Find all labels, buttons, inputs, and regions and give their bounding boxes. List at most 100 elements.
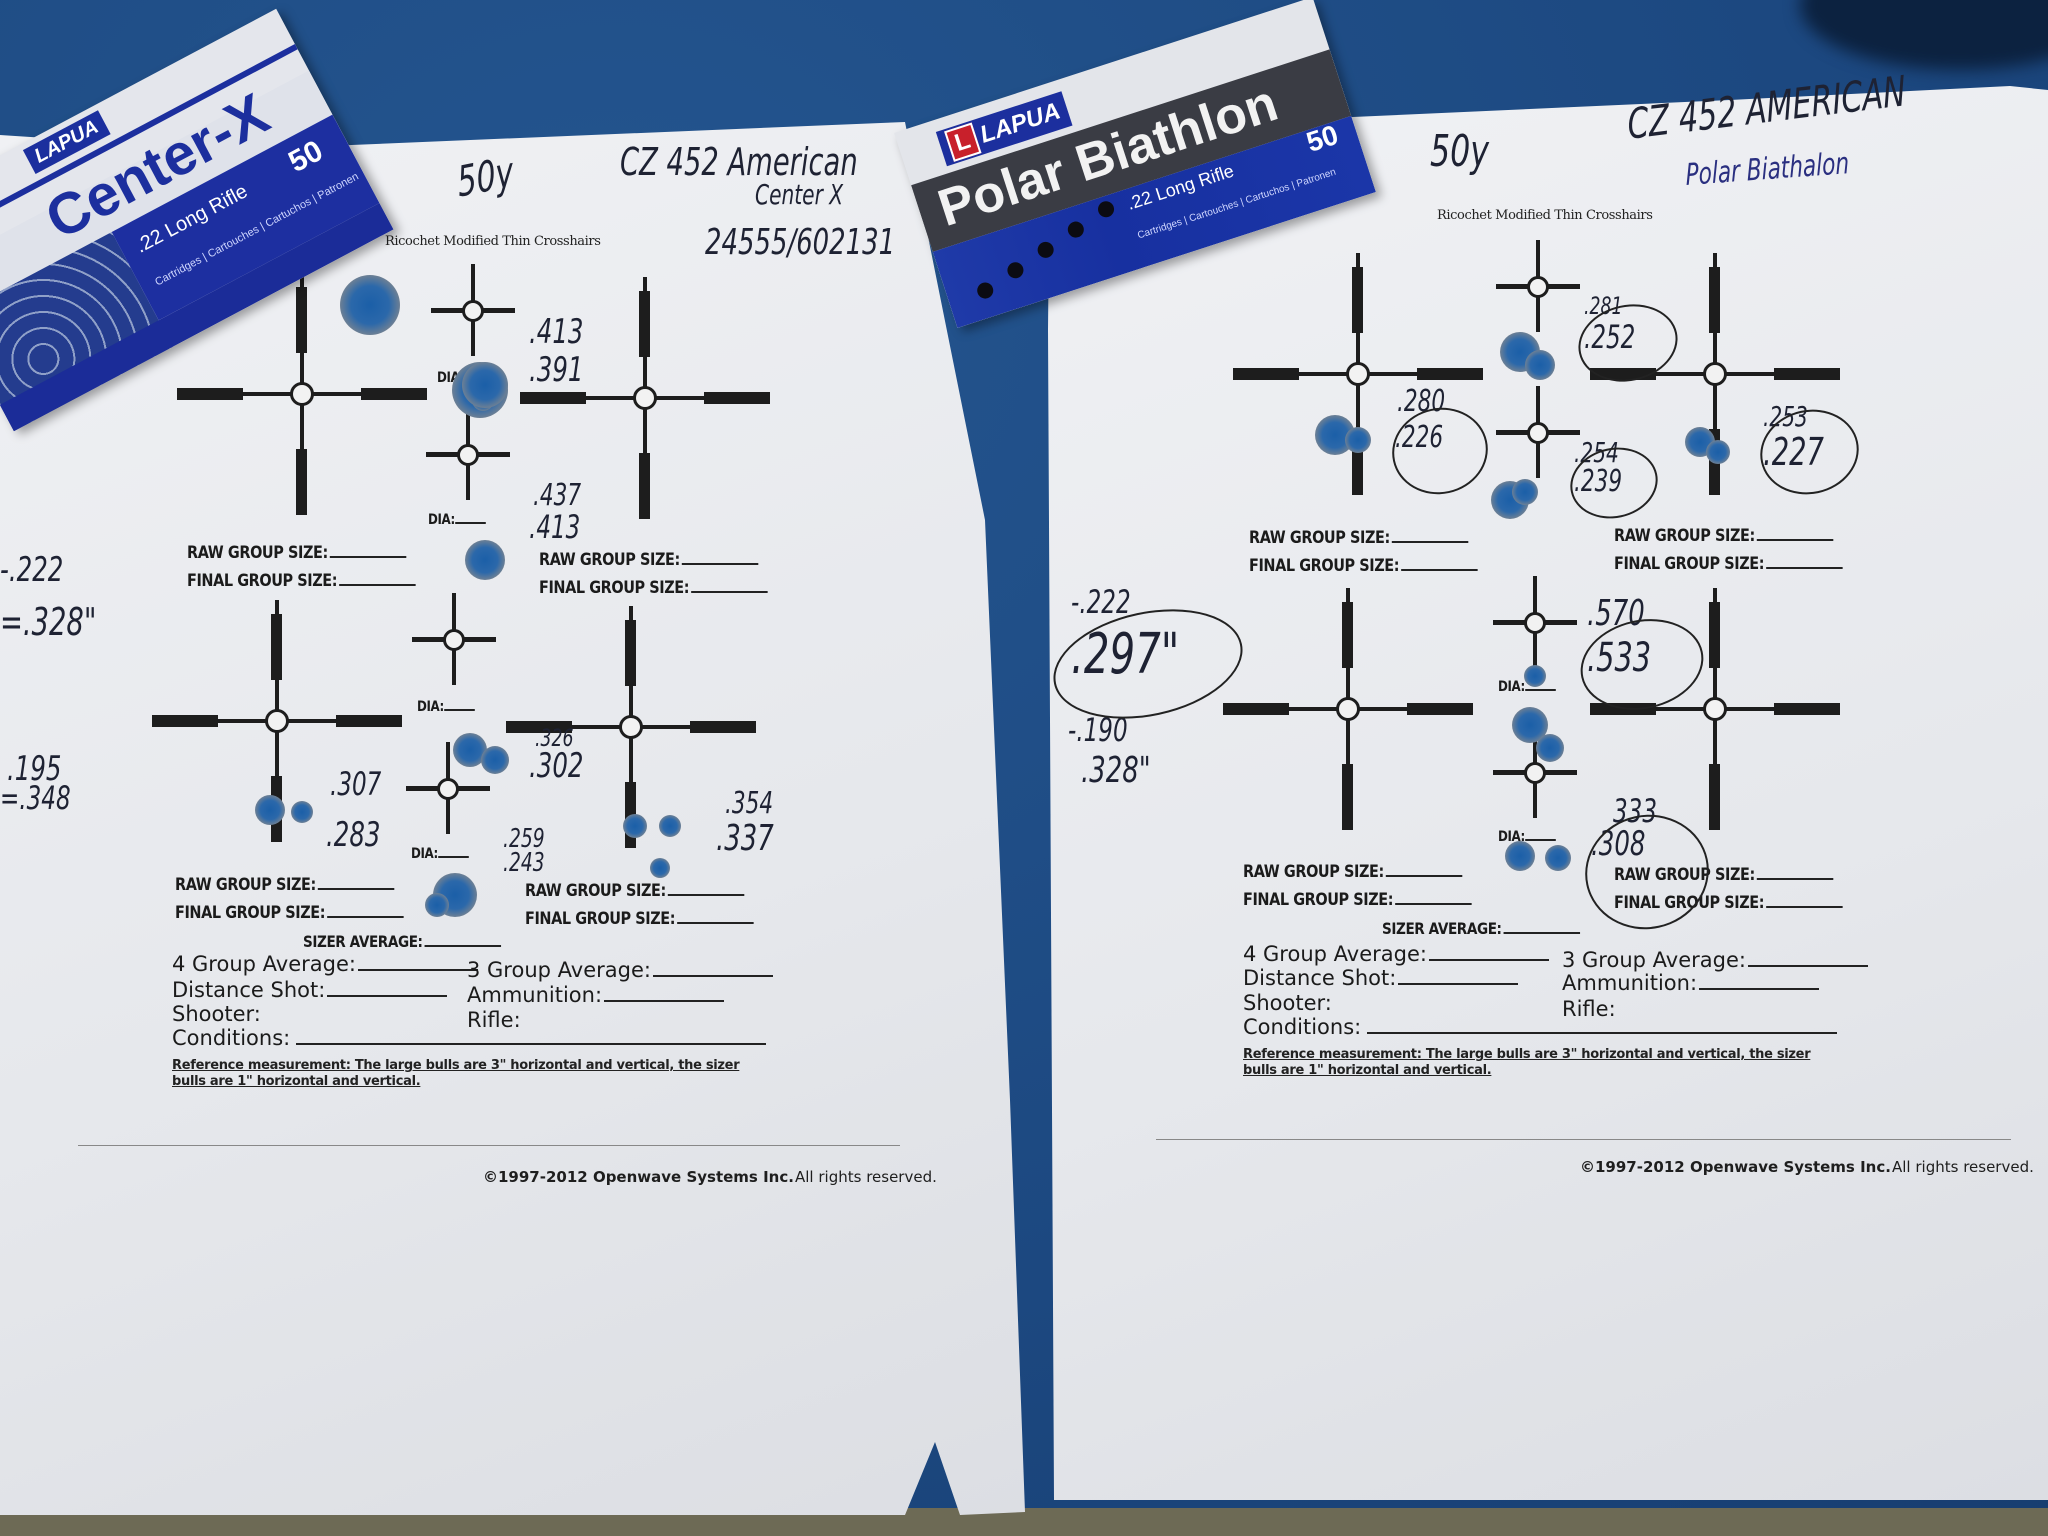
ammo-note: Polar Biathalon (1685, 146, 1850, 193)
group-size-note: .254 (1574, 436, 1619, 469)
crosshair-line (152, 715, 218, 727)
large-bull-reticle (520, 277, 770, 519)
bull-circle (1524, 612, 1546, 634)
group-size-note: .337 (716, 818, 774, 859)
group-size-note: .252 (1584, 318, 1636, 356)
group-size-note: .533 (1587, 635, 1652, 681)
bullet-hole (1345, 427, 1371, 453)
crosshair-line (625, 620, 636, 686)
bullet-hole (465, 540, 505, 580)
crosshair-line (639, 291, 650, 357)
raw-group-size-label: RAW GROUP SIZE: (539, 550, 758, 570)
group-size-note: .281 (1584, 292, 1623, 320)
sizer-bull-reticle (1493, 576, 1577, 668)
group-size-note: 333 (1613, 792, 1657, 830)
ammunition-label: Ammunition: (467, 983, 724, 1007)
copyright: ©1997-2012 Openwave Systems Inc. (483, 1168, 794, 1186)
bullet-hole (1706, 440, 1730, 464)
final-group-size-label: FINAL GROUP SIZE: (1614, 554, 1842, 574)
crosshair-line (271, 614, 282, 680)
reference-note: Reference measurement: The large bulls a… (172, 1058, 740, 1089)
bull-circle (1703, 697, 1727, 721)
rifle-note: CZ 452 AMERICAN (1626, 66, 1908, 149)
conditions-label: Conditions: (1243, 1015, 1837, 1039)
crosshair-line (1352, 429, 1363, 495)
crosshair-line (1709, 764, 1720, 830)
group-size-note: .239 (1574, 464, 1623, 499)
shooter-label: Shooter: (172, 1002, 261, 1026)
group-size-note: .307 (330, 765, 382, 803)
group-size-note: .259 (503, 824, 545, 854)
divider-line (78, 1145, 900, 1146)
final-group-size-label: FINAL GROUP SIZE: (187, 571, 415, 591)
bullet-hole (659, 815, 681, 837)
bull-circle (1527, 422, 1549, 444)
crosshair-line (1342, 764, 1353, 830)
sizer-bull-reticle (1493, 726, 1577, 818)
bullet-hole (291, 801, 313, 823)
bullet-hole (1545, 845, 1571, 871)
crosshair-line (1342, 602, 1353, 668)
large-bull-reticle (1590, 253, 1840, 495)
bullet-hole (1505, 841, 1535, 871)
bull-circle (443, 629, 465, 651)
lot-number-note: 24555/602131 (705, 222, 896, 263)
conditions-label: Conditions: (172, 1026, 766, 1050)
average-note: .328" (1081, 750, 1151, 791)
bullet-hole (425, 893, 449, 917)
final-group-size-label: FINAL GROUP SIZE: (539, 578, 767, 598)
group-size-note: .226 (1395, 420, 1444, 455)
bull-circle (457, 444, 479, 466)
rights-text: All rights reserved. (1892, 1158, 2034, 1176)
distance-shot-label: Distance Shot: (1243, 966, 1518, 990)
average-note: =.348 (0, 779, 71, 817)
crosshair-line (177, 388, 243, 400)
raw-group-size-label: RAW GROUP SIZE: (1614, 526, 1833, 546)
group-size-note: .391 (529, 350, 584, 390)
crosshair-line (506, 721, 572, 733)
large-bull-reticle (1233, 253, 1483, 495)
bull-circle (1524, 762, 1546, 784)
average-note: -.222 (0, 550, 64, 590)
sizer-average-label: SIZER AVERAGE: (303, 932, 501, 951)
bull-circle (1346, 362, 1370, 386)
sizer-bull-reticle (412, 593, 496, 685)
crosshair-line (1417, 368, 1483, 380)
bull-circle (437, 778, 459, 800)
final-group-size-label: FINAL GROUP SIZE: (1249, 556, 1477, 576)
bullet-hole (1536, 734, 1564, 762)
group-size-note: .243 (503, 848, 545, 878)
crosshair-line (1590, 368, 1656, 380)
crosshair-line (1233, 368, 1299, 380)
raw-group-size-label: RAW GROUP SIZE: (187, 543, 406, 563)
distance-shot-label: Distance Shot: (172, 978, 447, 1002)
crosshair-line (1352, 267, 1363, 333)
distance-note: 50y (455, 147, 516, 207)
group-size-note: .437 (533, 478, 582, 513)
crosshair-line (1590, 703, 1656, 715)
group-size-note: .354 (725, 786, 774, 821)
average-note: -.190 (1068, 711, 1128, 749)
raw-group-size-label: RAW GROUP SIZE: (525, 881, 744, 901)
bull-circle (290, 382, 314, 406)
group-size-note: .570 (1587, 593, 1645, 634)
group-size-note: .413 (529, 508, 581, 546)
bullet-hole (462, 362, 508, 408)
sizer-bull-reticle (406, 742, 490, 834)
average-note: -.222 (1071, 583, 1131, 621)
bullet-hole (1512, 479, 1538, 505)
bullet-hole (255, 795, 285, 825)
dia-label: DIA: (411, 846, 468, 862)
raw-group-size-label: RAW GROUP SIZE: (175, 875, 394, 895)
bull-circle (1336, 697, 1360, 721)
crosshair-line (690, 721, 756, 733)
raw-group-size-label: RAW GROUP SIZE: (1249, 528, 1468, 548)
final-group-size-label: FINAL GROUP SIZE: (1243, 890, 1471, 910)
group-size-note: .283 (326, 815, 381, 855)
average-note: .297" (1071, 622, 1180, 687)
crosshair-line (520, 392, 586, 404)
bullet-hole (623, 814, 647, 838)
average-note: .195 (7, 749, 62, 789)
rifle-note: CZ 452 American (620, 140, 858, 184)
rights-text: All rights reserved. (795, 1168, 937, 1186)
